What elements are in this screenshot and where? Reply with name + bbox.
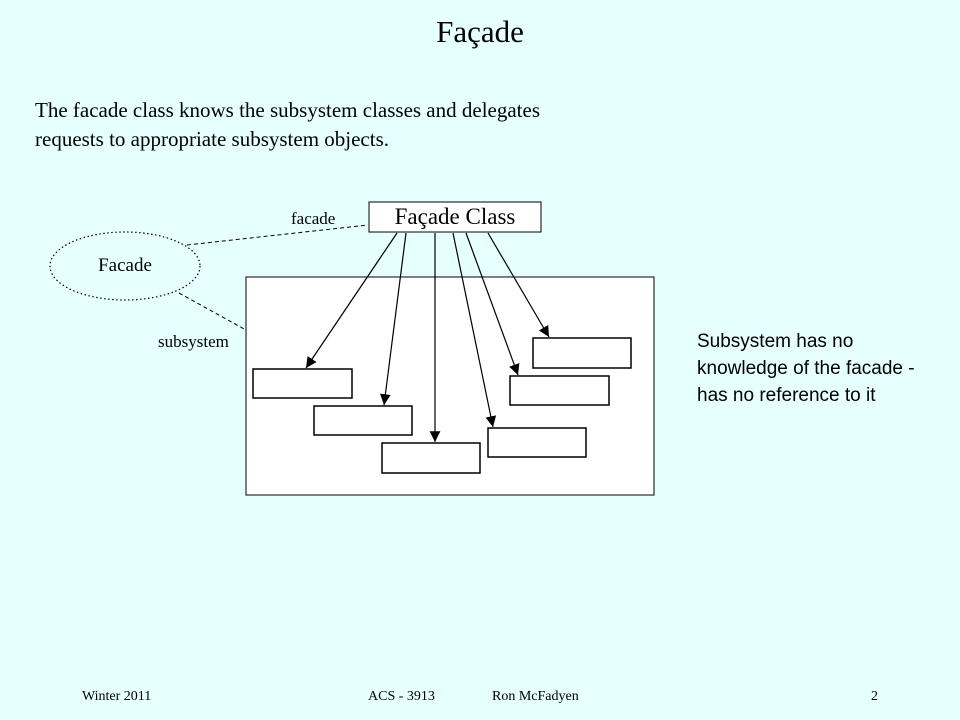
footer-term: Winter 2011 [82,689,152,704]
delegation-arrow [452,232,497,428]
facade-role-label: facade [291,209,336,228]
facade-role-connector [186,224,369,246]
subsystem-class-box [509,375,610,406]
footer-author: Ron McFadyen [492,689,579,704]
subsystem-class-box [532,337,632,369]
facade-collaboration-label: Facade [98,255,152,276]
subsystem-class-box [313,405,413,436]
intro-text: The facade class knows the subsystem cla… [35,98,541,151]
slide-title: Façade [436,14,524,49]
delegation-arrow [465,232,520,376]
subsystem-role-label: subsystem [158,332,229,351]
delegation-arrow [305,232,398,369]
footer-page-number: 2 [871,689,878,704]
subsystem-role-connector [178,292,247,331]
delegation-arrow [487,232,550,338]
facade-class-box [368,201,542,233]
subsystem-note: Subsystem has no knowledge of the facade… [697,331,915,406]
footer-course: ACS - 3913 [368,689,435,704]
facade-collaboration-ellipse [49,231,201,301]
subsystem-class-box [252,368,353,399]
subsystem-class-box [381,442,481,474]
subsystem-class-box [487,427,587,458]
facade-class-name: Façade Class [394,204,516,229]
delegation-arrow [380,232,407,406]
